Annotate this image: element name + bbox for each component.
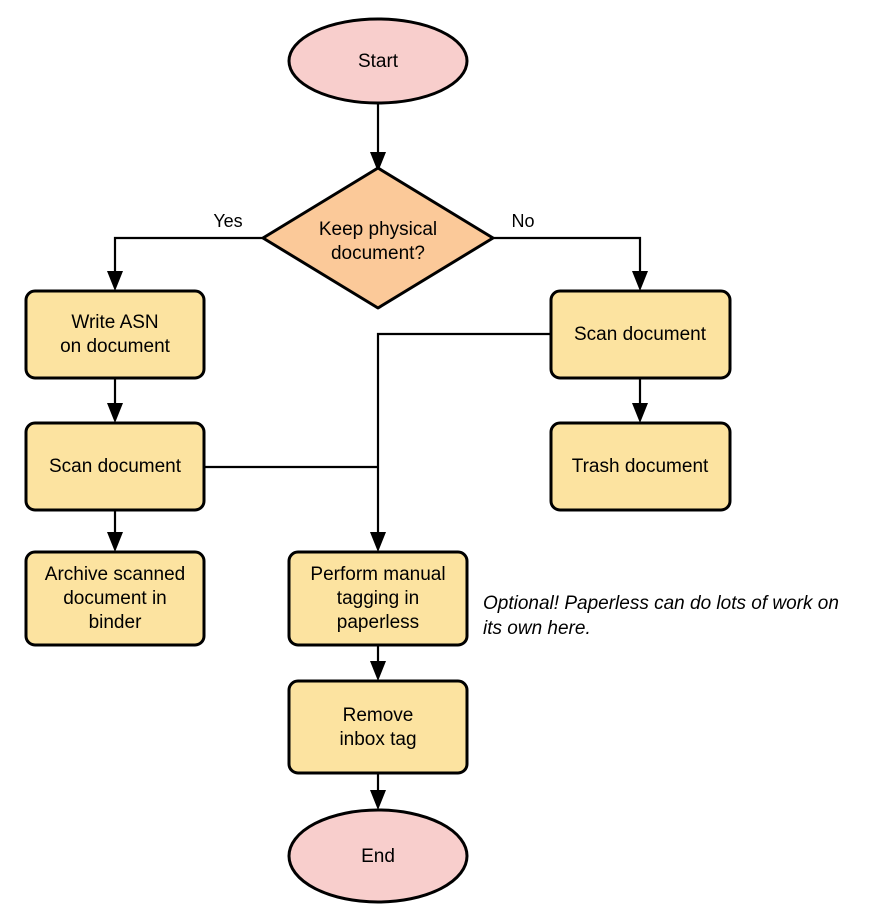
trash-document-label: Trash document	[572, 456, 709, 477]
archive-binder-rect-shape[interactable]	[24, 550, 206, 647]
manual-tagging-label-line-2: tagging in	[337, 588, 419, 609]
node-write-asn[interactable]: Write ASN on document	[24, 289, 206, 380]
edge-scan-right-to-manual-tagging	[370, 332, 551, 552]
edge-manual-tagging-to-remove-inbox	[370, 645, 386, 681]
arrow-head-icon	[632, 403, 648, 423]
remove-inbox-tag-label-line-1: Remove	[343, 705, 414, 726]
edge-write-asn-to-scan-left	[107, 378, 123, 423]
edge-start-to-decision	[370, 103, 386, 172]
optional-note-line-1: Optional! Paperless can do lots of work …	[483, 593, 839, 614]
edge-scan-left-to-archive	[107, 510, 123, 552]
node-decision-keep-physical[interactable]: Keep physical document?	[261, 166, 495, 310]
decision-diamond-shape[interactable]	[261, 166, 495, 310]
remove-inbox-tag-rect-shape[interactable]	[287, 679, 469, 775]
end-ellipse-shape[interactable]	[287, 808, 469, 904]
annotation-optional-note: Optional! Paperless can do lots of work …	[483, 593, 839, 639]
scan-document-right-rect-shape[interactable]	[549, 289, 732, 380]
start-ellipse-shape[interactable]	[287, 17, 469, 105]
end-label: End	[361, 846, 395, 867]
decision-label-line-2: document?	[331, 243, 425, 264]
trash-document-rect-shape[interactable]	[549, 421, 732, 512]
manual-tagging-label-line-3: paperless	[337, 612, 419, 633]
arrow-head-icon	[632, 271, 648, 291]
archive-binder-label-line-3: binder	[89, 612, 142, 633]
node-manual-tagging[interactable]: Perform manual tagging in paperless	[287, 550, 469, 647]
arrow-head-icon	[107, 403, 123, 423]
start-label: Start	[358, 51, 399, 72]
scan-document-right-label: Scan document	[574, 324, 707, 345]
manual-tagging-label-line-1: Perform manual	[310, 564, 445, 585]
arrow-head-icon	[370, 532, 386, 552]
edge-label-yes: Yes	[213, 211, 242, 231]
optional-note-line-2: its own here.	[483, 618, 591, 639]
scan-document-left-label: Scan document	[49, 456, 182, 477]
edge-decision-yes-to-write-asn	[107, 236, 263, 291]
node-start[interactable]: Start	[287, 17, 469, 105]
node-remove-inbox-tag[interactable]: Remove inbox tag	[287, 679, 469, 775]
arrow-head-icon	[107, 271, 123, 291]
node-trash-document[interactable]: Trash document	[549, 421, 732, 512]
edge-scan-right-to-trash	[632, 378, 648, 423]
node-scan-document-right[interactable]: Scan document	[549, 289, 732, 380]
archive-binder-label-line-2: document in	[63, 588, 167, 609]
manual-tagging-rect-shape[interactable]	[287, 550, 469, 647]
write-asn-label-line-2: on document	[60, 336, 171, 357]
remove-inbox-tag-label-line-2: inbox tag	[339, 729, 416, 750]
arrow-head-icon	[370, 790, 386, 810]
edge-decision-no-to-scan-right	[493, 236, 648, 291]
edge-remove-inbox-to-end	[370, 773, 386, 810]
arrow-head-icon	[107, 532, 123, 552]
write-asn-label-line-1: Write ASN	[71, 312, 158, 333]
edge-label-no: No	[511, 211, 534, 231]
node-end[interactable]: End	[287, 808, 469, 904]
node-scan-document-left[interactable]: Scan document	[24, 421, 206, 512]
arrow-head-icon	[370, 152, 386, 172]
scan-document-left-rect-shape[interactable]	[24, 421, 206, 512]
archive-binder-label-line-1: Archive scanned	[45, 564, 185, 585]
write-asn-rect-shape[interactable]	[24, 289, 206, 380]
arrow-head-icon	[370, 661, 386, 681]
decision-label-line-1: Keep physical	[319, 219, 437, 240]
node-archive-binder[interactable]: Archive scanned document in binder	[24, 550, 206, 647]
